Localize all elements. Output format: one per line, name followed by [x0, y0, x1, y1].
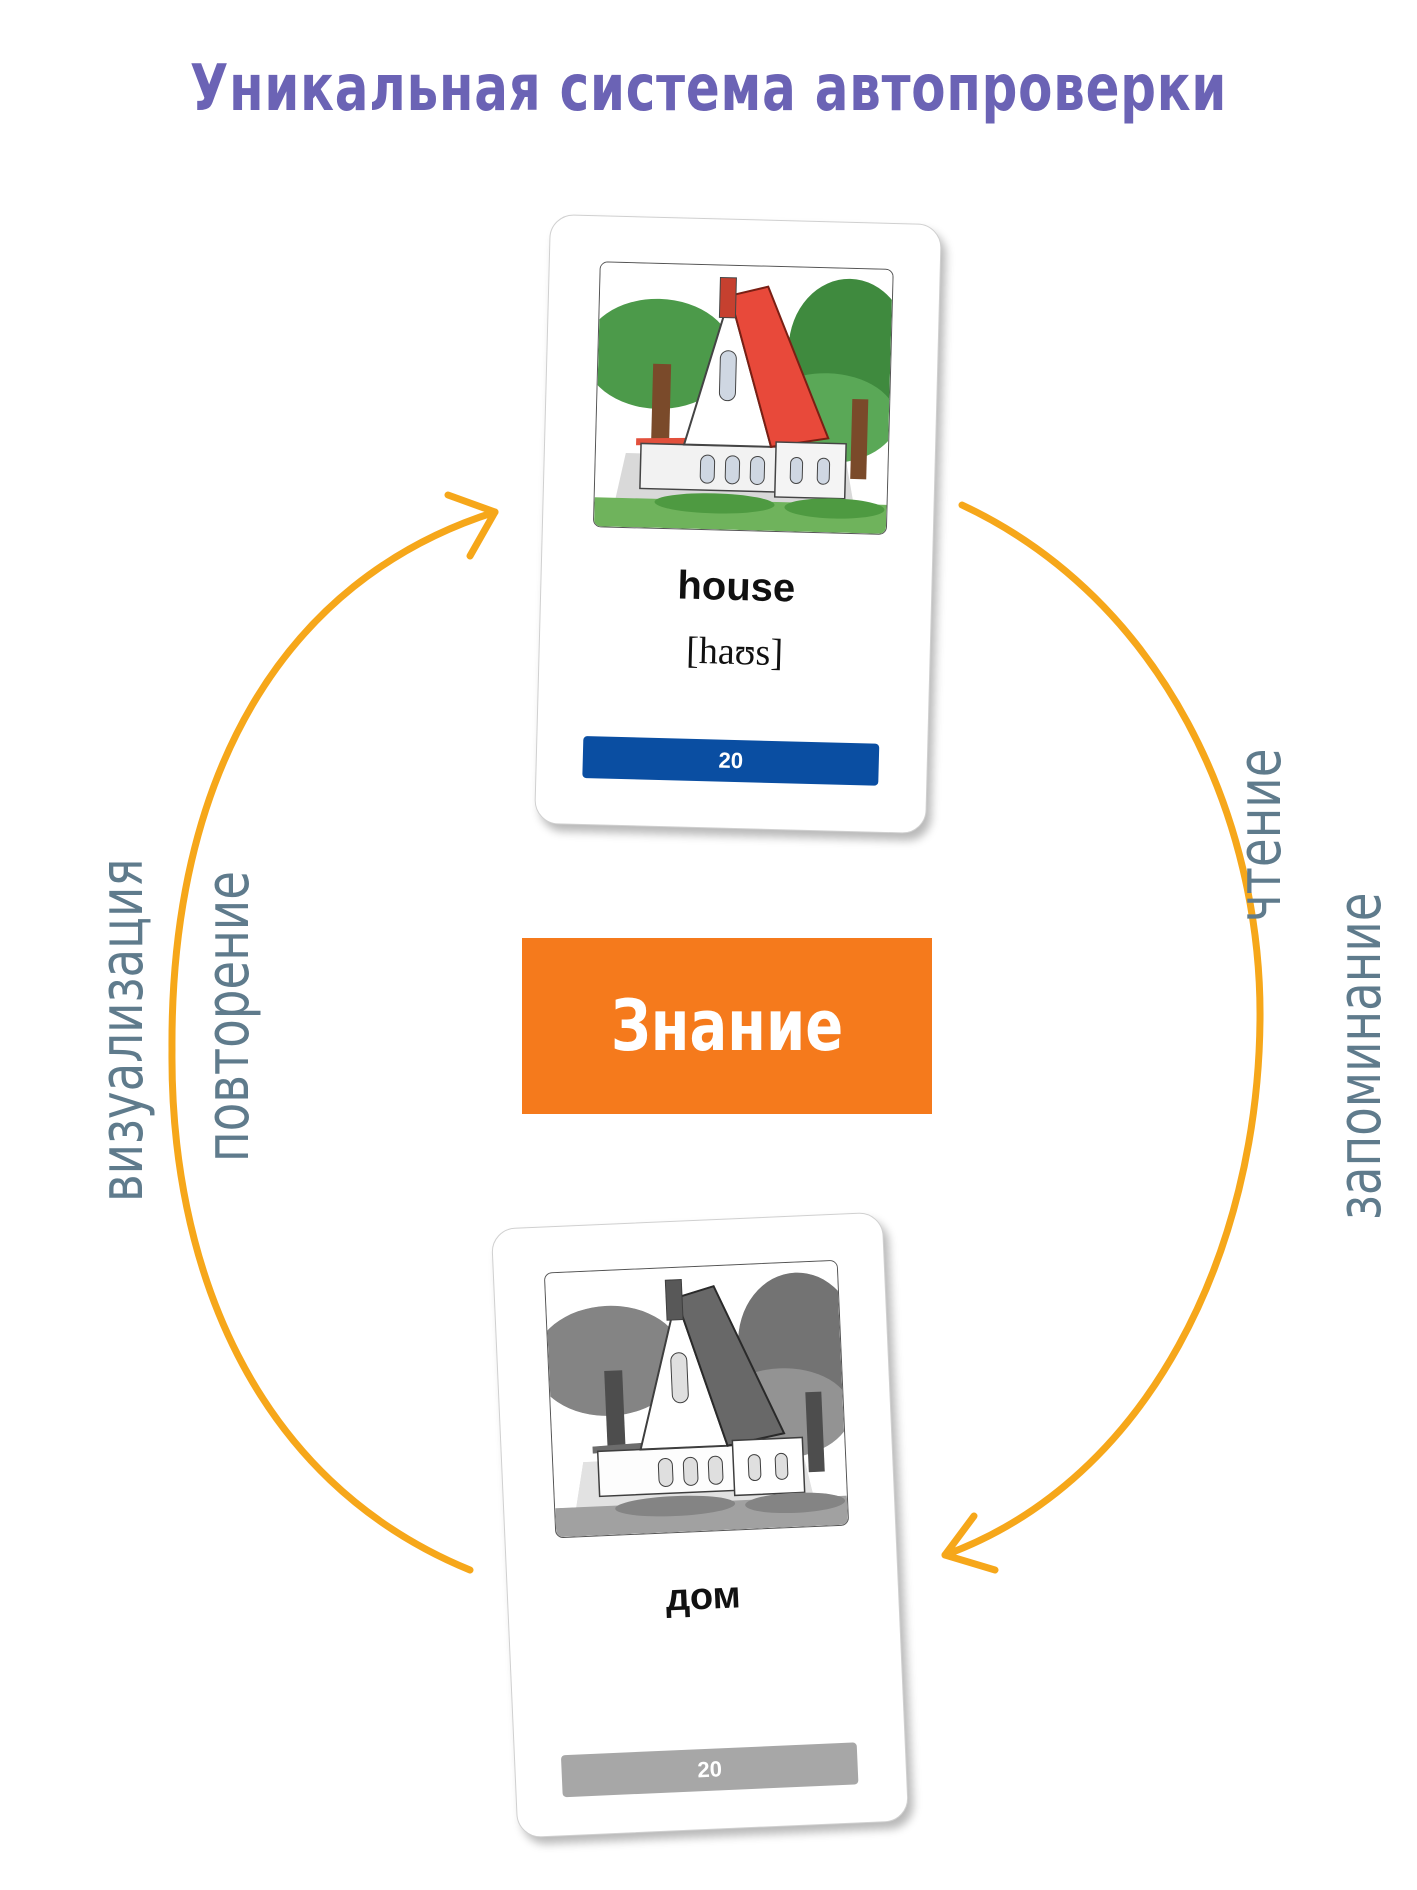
right-arc-arrow: [941, 501, 1264, 1559]
left-arc-arrow: [168, 508, 499, 1574]
knowledge-box: Знание: [522, 938, 932, 1114]
card-number: 20: [718, 747, 744, 774]
page-title: Уникальная система автопроверки: [189, 52, 1228, 126]
card-number: 20: [696, 1756, 723, 1783]
arrow-strokes: [168, 491, 1264, 1574]
left-arrowhead: [444, 491, 499, 560]
label-visualization: визуализация: [87, 858, 157, 1202]
house-color-image: [592, 261, 894, 535]
label-reading: чтение: [1225, 748, 1295, 922]
card-number-bar: 20: [582, 736, 880, 786]
english-word: house: [676, 563, 796, 611]
flashcard-russian: дом 20: [490, 1211, 910, 1839]
label-memorization: запоминание: [1325, 892, 1395, 1220]
label-repetition: повторение: [193, 870, 263, 1162]
house-grayscale-image: [543, 1259, 850, 1539]
right-arrowhead: [941, 1512, 999, 1574]
russian-word: дом: [664, 1574, 742, 1620]
transcription: [haʊs]: [685, 629, 784, 675]
knowledge-label: Знание: [610, 985, 844, 1067]
flashcard-english: house [haʊs] 20: [534, 213, 942, 835]
card-number-bar: 20: [560, 1742, 859, 1798]
